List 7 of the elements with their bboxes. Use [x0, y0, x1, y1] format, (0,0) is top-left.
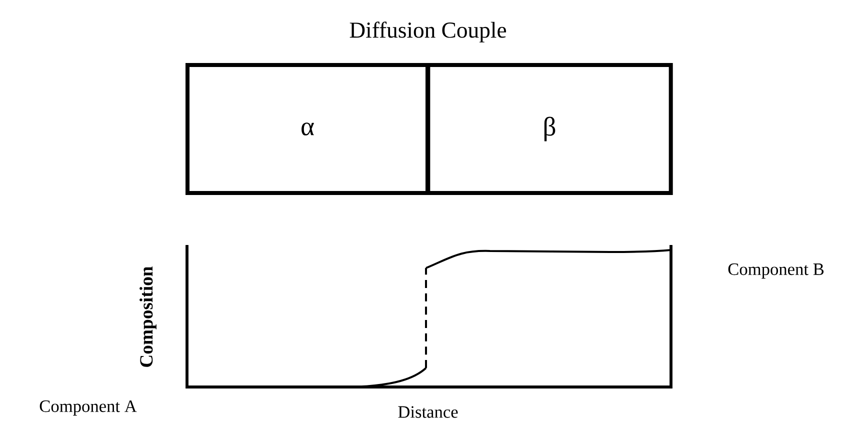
- phase-box: β: [426, 63, 673, 195]
- axis-label: Composition: [140, 266, 156, 367]
- curve-end-label: Component A: [40, 400, 137, 416]
- phase-box: α: [186, 63, 430, 195]
- curve-end-label: Component B: [728, 263, 824, 279]
- title: Diffusion Couple: [350, 22, 506, 42]
- axis-label: Distance: [398, 406, 458, 418]
